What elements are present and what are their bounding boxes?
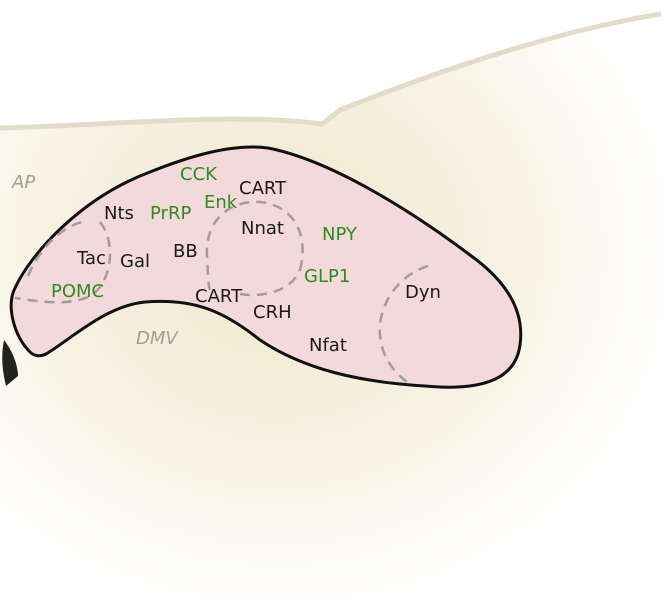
label-tac: Tac — [76, 248, 106, 269]
nnat-subregion-boundary — [205, 200, 304, 297]
label-crh: CRH — [253, 302, 292, 323]
label-cck: CCK — [180, 164, 218, 185]
label-bb: BB — [173, 241, 198, 262]
canal-edge-marker — [2, 340, 19, 386]
label-nfat: Nfat — [309, 335, 347, 356]
label-gal: Gal — [120, 251, 150, 272]
label-cart-bottom: CART — [195, 286, 243, 307]
ap-boundary-line — [0, 11, 661, 131]
label-pomc: POMC — [51, 281, 104, 302]
label-enk: Enk — [204, 192, 238, 213]
label-prrp: PrRP — [150, 203, 191, 224]
label-dyn: Dyn — [405, 282, 441, 303]
dyn-subregion-boundary — [378, 264, 429, 386]
nts-nucleus — [9, 145, 523, 389]
tac-subregion-boundary — [26, 220, 83, 277]
label-glp1: GLP1 — [304, 266, 350, 287]
ventricle-space — [0, 0, 661, 128]
dmv-label: DMV — [136, 328, 179, 349]
pomc-subregion-boundary — [14, 221, 112, 304]
label-nts: Nts — [104, 203, 134, 224]
label-nnat: Nnat — [241, 218, 284, 239]
label-cart-top: CART — [239, 178, 287, 199]
label-npy: NPY — [322, 224, 358, 245]
ap-label: AP — [11, 172, 35, 193]
